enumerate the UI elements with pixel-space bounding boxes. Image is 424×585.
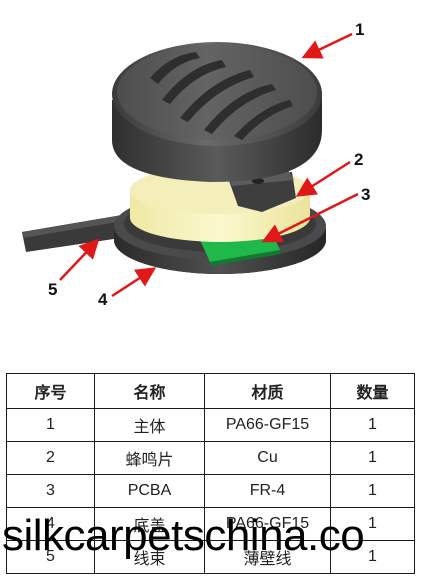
cell-index: 5	[6, 540, 95, 574]
cell-name: 蜂鸣片	[94, 441, 205, 475]
bill-of-materials-table: 序号 名称 材质 数量 1 主体 PA66-GF15 1 2 蜂鸣片 Cu 1 …	[6, 373, 415, 574]
main-housing	[112, 42, 322, 182]
cell-quantity: 1	[330, 474, 415, 508]
arrow-4	[111, 267, 157, 298]
cell-index: 4	[6, 507, 95, 541]
table-row: 3 PCBA FR-4 1	[6, 474, 415, 508]
cell-name: 主体	[94, 408, 205, 442]
table-row: 5 线束 薄壁线 1	[6, 540, 415, 574]
cell-material: 薄壁线	[204, 540, 331, 574]
cell-quantity: 1	[330, 540, 415, 574]
cell-material: FR-4	[204, 474, 331, 508]
callout-label-4: 4	[98, 290, 108, 309]
cell-index: 3	[6, 474, 95, 508]
arrow-3	[261, 192, 359, 243]
table-row: 1 主体 PA66-GF15 1	[6, 408, 415, 442]
cell-quantity: 1	[330, 507, 415, 541]
vent-grille	[150, 52, 293, 140]
callout-label-5: 5	[48, 280, 58, 299]
table-row: 4 底盖 PA66-GF15 1	[6, 507, 415, 541]
callout-arrows	[59, 32, 359, 298]
header-name: 名称	[94, 373, 205, 409]
cell-name: PCBA	[94, 474, 205, 508]
table-header-row: 序号 名称 材质 数量	[6, 373, 415, 409]
cell-index: 1	[6, 408, 95, 442]
header-quantity: 数量	[330, 373, 415, 409]
callout-label-2: 2	[354, 150, 364, 169]
cell-index: 2	[6, 441, 95, 475]
cell-quantity: 1	[330, 408, 415, 442]
arrow-5	[59, 238, 100, 281]
header-index: 序号	[6, 373, 95, 409]
arrow-2	[295, 160, 351, 197]
buzzer-exploded-diagram	[22, 32, 359, 298]
callout-label-1: 1	[355, 20, 365, 39]
arrow-1	[301, 32, 353, 59]
callout-label-3: 3	[361, 185, 371, 204]
header-material: 材质	[204, 373, 331, 409]
cell-name: 线束	[94, 540, 205, 574]
table-row: 2 蜂鸣片 Cu 1	[6, 441, 415, 475]
cell-quantity: 1	[330, 441, 415, 475]
cell-material: Cu	[204, 441, 331, 475]
cell-material: PA66-GF15	[204, 507, 331, 541]
cell-name: 底盖	[94, 507, 205, 541]
cable-harness	[22, 214, 134, 252]
cell-material: PA66-GF15	[204, 408, 331, 442]
